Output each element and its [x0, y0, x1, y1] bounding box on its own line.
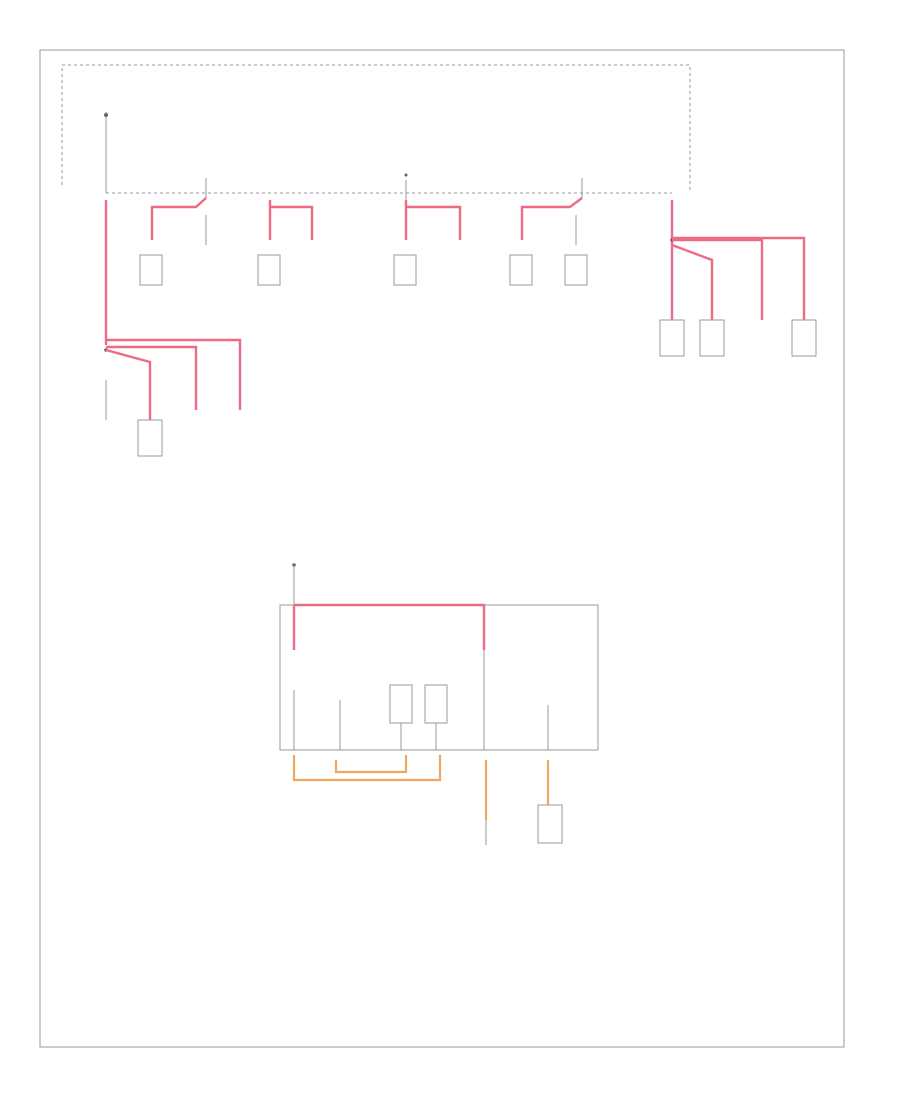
right-splice-branch-3: [672, 236, 806, 320]
mid-fuse-dot: [404, 173, 408, 177]
source-terminal: [104, 113, 108, 117]
component-3a: [393, 254, 417, 286]
right-splice-branch-2: [672, 238, 764, 320]
fuse-feed-2: [268, 200, 314, 240]
orange-jumper: [334, 755, 408, 774]
right-component-1: [659, 319, 685, 357]
right-component-2: [699, 319, 725, 357]
bottom-component: [537, 804, 563, 844]
component-4b: [564, 254, 588, 286]
left-component-2: [137, 419, 163, 457]
relay-2: [424, 684, 448, 724]
left-splice-branch-3: [106, 338, 242, 410]
right-splice-branch-1: [671, 243, 714, 320]
relay-1: [389, 684, 413, 724]
component-1a: [139, 254, 163, 286]
component-4a: [509, 254, 533, 286]
fuse-feed-3: [404, 200, 462, 240]
module-power-feed: [292, 603, 486, 650]
lower-module-frame: [279, 604, 599, 751]
right-component-4: [791, 319, 817, 357]
fuse-feed-4: [520, 197, 583, 240]
page-frame: [39, 49, 845, 1048]
component-2a: [257, 254, 281, 286]
orange-ground-loop: [292, 755, 442, 782]
left-splice-branch-1: [105, 348, 152, 420]
fuse-block-outline: [61, 64, 691, 190]
fuse-feed-1: [150, 197, 207, 240]
left-splice-branch-2: [106, 345, 198, 410]
